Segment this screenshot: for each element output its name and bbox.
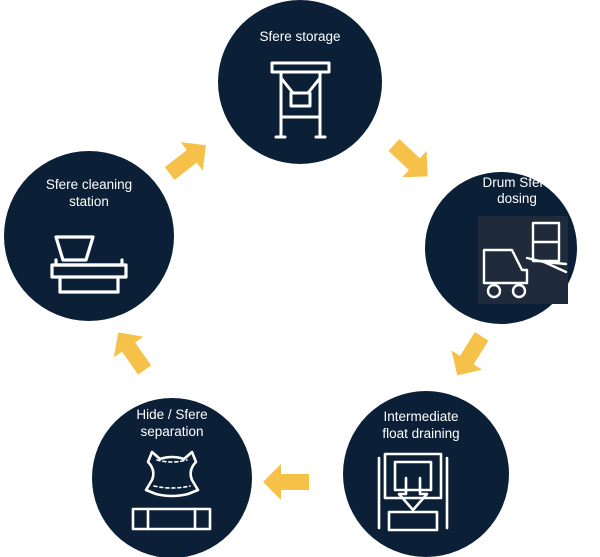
arrow-draining-to-separation: [263, 464, 309, 500]
arrow-storage-to-dosing: [388, 139, 428, 178]
press-icon: [377, 452, 449, 532]
node-label-line: dosing: [497, 191, 537, 206]
node-draining: Intermediate float draining: [343, 391, 509, 557]
node-storage: Sfere storage: [218, 0, 382, 164]
arrow-cleaning-to-storage: [164, 142, 206, 180]
node-label-line: Drum Sfere: [482, 175, 551, 190]
node-label-line: station: [69, 194, 109, 209]
hopper-icon: [270, 61, 331, 139]
node-label-line: separation: [140, 424, 203, 439]
node-label-line: Sfere cleaning: [46, 177, 132, 192]
node-separation: Hide / Sfere separation: [92, 398, 252, 557]
forklift-icon: [478, 216, 568, 304]
node-label-line: Hide / Sfere: [136, 407, 207, 422]
node-label-line: float draining: [382, 426, 459, 441]
arrow-separation-to-cleaning: [113, 332, 152, 375]
node-label-line: Intermediate: [383, 409, 458, 424]
hide-icon: [131, 450, 212, 531]
node-label-line: Sfere storage: [259, 29, 340, 44]
node-cleaning: Sfere cleaning station: [4, 151, 174, 321]
flow-arrows: [113, 139, 489, 500]
node-dosing: Drum Sfere dosing: [425, 172, 577, 324]
arrow-dosing-to-draining: [451, 332, 489, 376]
cleaning-machine-icon: [50, 235, 128, 294]
